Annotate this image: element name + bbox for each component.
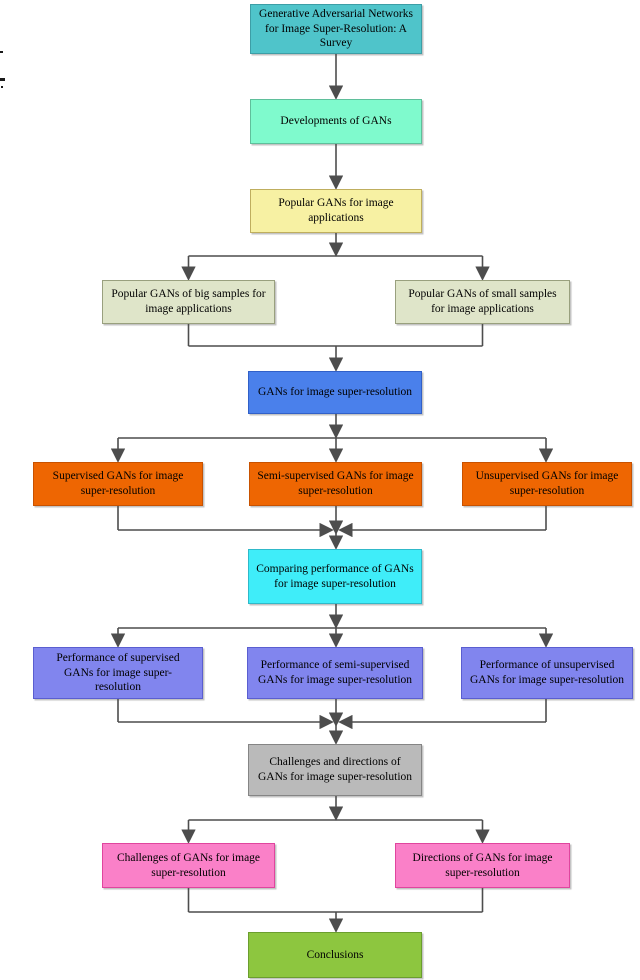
node-developments-of-gans: Developments of GANs (250, 99, 422, 144)
node-challenges-directions: Challenges and directions of GANs for im… (248, 744, 422, 796)
node-supervised-gans: Supervised GANs for image super-resoluti… (33, 462, 203, 506)
left-edge-artifact (0, 78, 5, 81)
node-semi-supervised-gans: Semi-supervised GANs for image super-res… (249, 462, 422, 506)
left-edge-artifact (0, 51, 3, 53)
node-survey-title: Generative Adversarial Networks for Imag… (250, 4, 422, 54)
node-popular-gans: Popular GANs for image applications (250, 189, 422, 233)
node-challenges: Challenges of GANs for image super-resol… (102, 843, 275, 888)
left-edge-artifact (1, 86, 3, 88)
node-gans-for-image-sr: GANs for image super-resolution (248, 371, 422, 414)
node-perf-supervised: Performance of supervised GANs for image… (33, 647, 203, 699)
node-perf-semi-supervised: Performance of semi-supervised GANs for … (247, 647, 423, 699)
node-directions: Directions of GANs for image super-resol… (395, 843, 570, 888)
node-big-samples: Popular GANs of big samples for image ap… (102, 280, 275, 324)
node-conclusions: Conclusions (248, 932, 422, 978)
node-unsupervised-gans: Unsupervised GANs for image super-resolu… (462, 462, 632, 506)
node-perf-unsupervised: Performance of unsupervised GANs for ima… (461, 647, 633, 699)
node-comparing-performance: Comparing performance of GANs for image … (248, 549, 422, 604)
node-small-samples: Popular GANs of small samples for image … (395, 280, 570, 324)
